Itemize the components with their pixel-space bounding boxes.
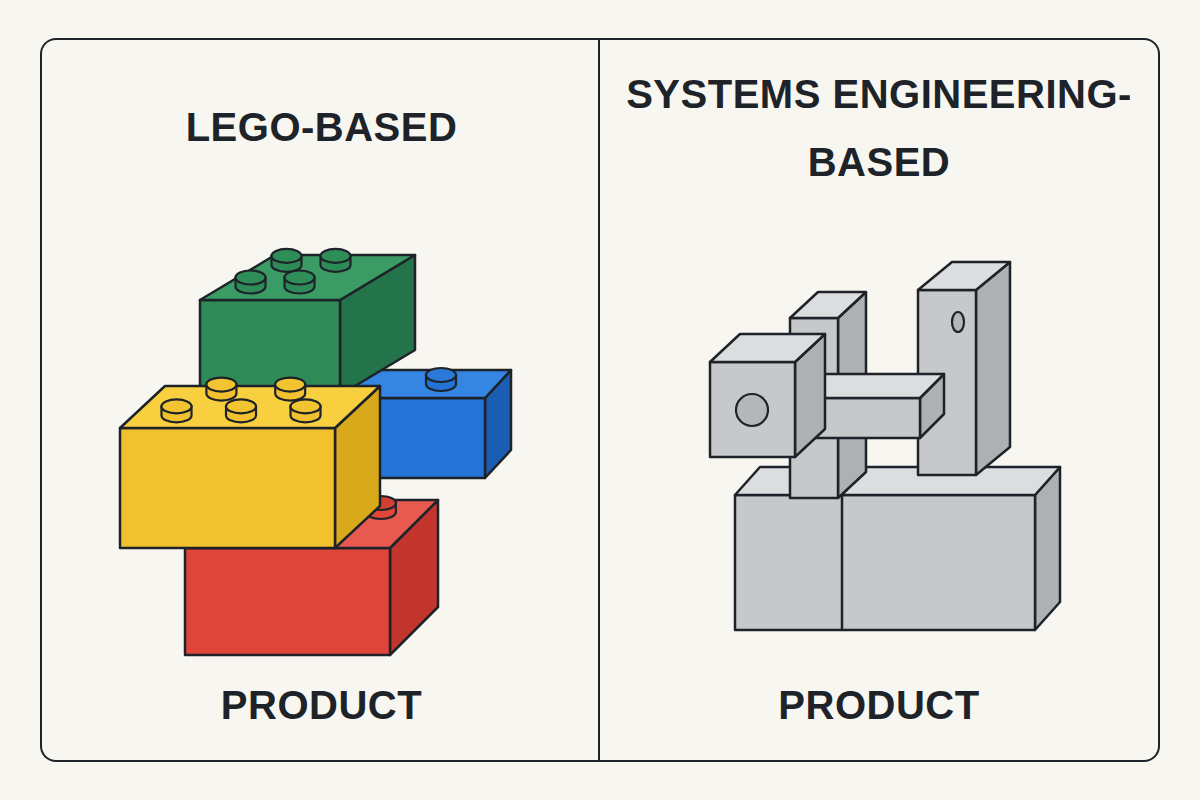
- pillar-hole: [952, 312, 964, 332]
- brick-stud-top: [272, 249, 302, 263]
- pillar: [918, 262, 1010, 475]
- machined-base: [735, 467, 1060, 630]
- lego-brick: [120, 378, 380, 548]
- machined-base-top: [735, 467, 1060, 495]
- brick-stud-top: [226, 399, 256, 413]
- machined-base-front: [735, 495, 1035, 630]
- side-cube: [710, 334, 825, 457]
- brick-stud-top: [321, 249, 351, 263]
- base-seam: [841, 495, 844, 630]
- brick-stud-top: [162, 399, 192, 413]
- product-label: PRODUCT: [600, 681, 1158, 729]
- pillar-side: [976, 262, 1010, 475]
- brick-stud-top: [291, 399, 321, 413]
- panel-heading: LEGO-BASED: [42, 103, 601, 151]
- panel-heading: SYSTEMS ENGINEERING-BASED: [600, 60, 1158, 196]
- lego-brick-top: [120, 386, 380, 428]
- brick-stud-top: [426, 368, 456, 382]
- center-column-top: [790, 292, 866, 318]
- cube-hole: [736, 394, 768, 426]
- lego-panel: LEGO-BASED PRODUCT: [40, 38, 601, 762]
- side-cube-front: [710, 362, 795, 457]
- brick-stud-top: [275, 378, 305, 392]
- pillar-top: [918, 262, 1010, 290]
- lego-brick-top: [200, 255, 415, 300]
- lego-brick-front: [120, 428, 335, 548]
- brick-stud-top: [236, 271, 266, 285]
- lego-brick-front: [200, 300, 340, 395]
- product-label: PRODUCT: [42, 681, 601, 729]
- brick-stud-top: [206, 378, 236, 392]
- lego-brick-front: [185, 548, 390, 655]
- lego-brick: [200, 249, 415, 395]
- side-cube-top: [710, 334, 825, 362]
- engineering-panel: SYSTEMS ENGINEERING-BASED PRODUCT: [598, 38, 1160, 762]
